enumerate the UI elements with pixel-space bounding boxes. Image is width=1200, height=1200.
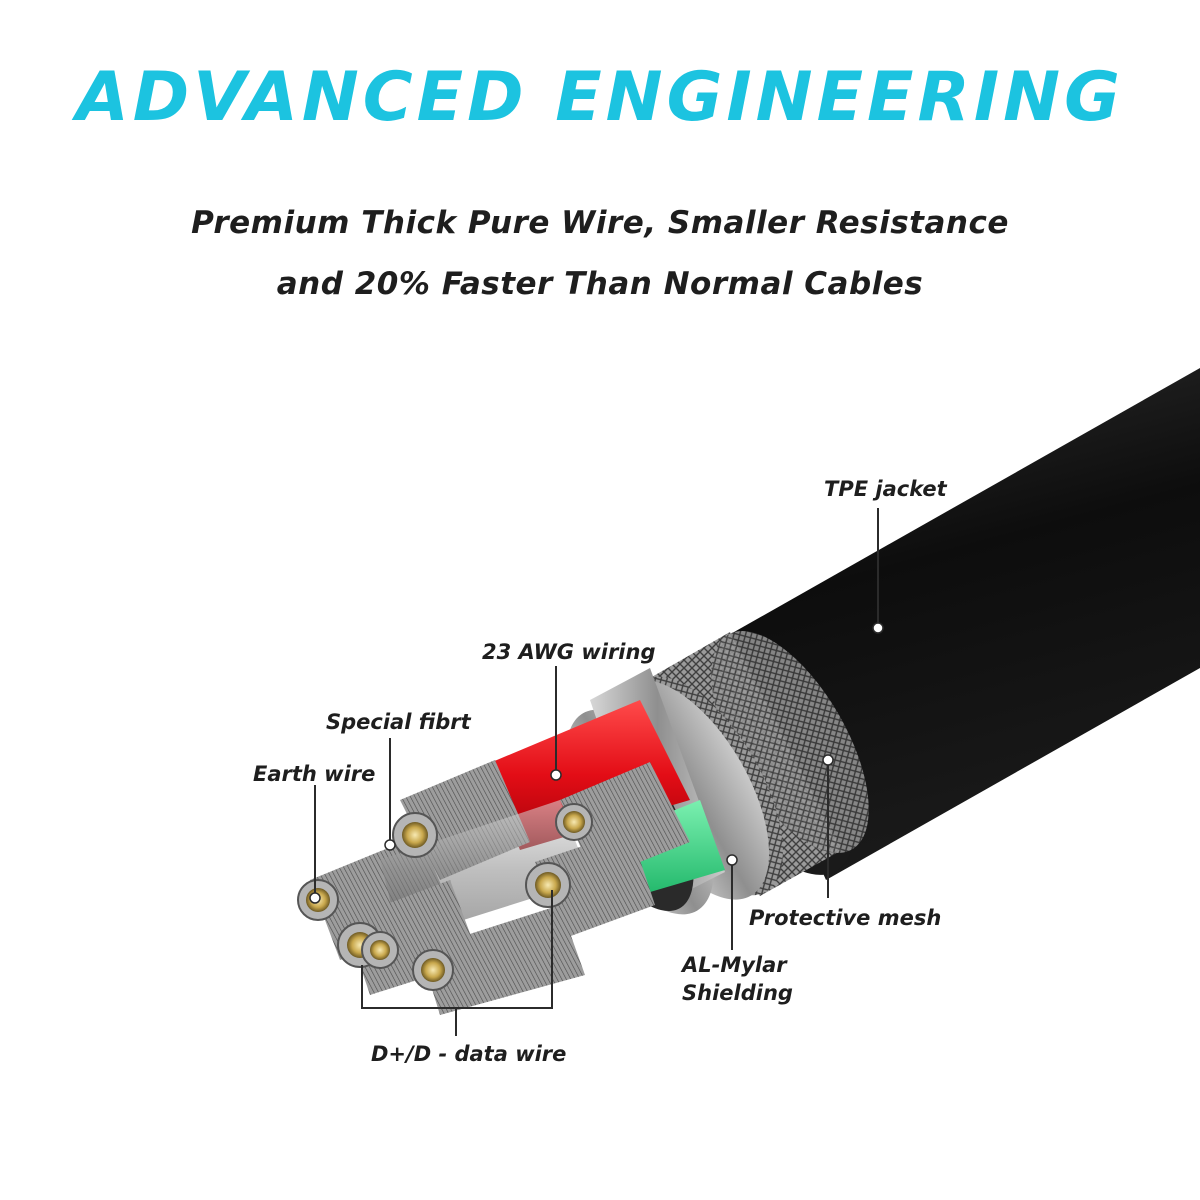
stranded-conductors bbox=[310, 760, 690, 1015]
subtitle-line-1: Premium Thick Pure Wire, Smaller Resista… bbox=[191, 205, 1009, 241]
label-tpe-jacket: TPE jacket bbox=[824, 477, 947, 501]
label-special-fibrt: Special fibrt bbox=[326, 710, 471, 734]
label-protective-mesh: Protective mesh bbox=[749, 906, 942, 930]
subtitle-line-2: and 20% Faster Than Normal Cables bbox=[276, 266, 924, 302]
callout-dots bbox=[309, 622, 884, 904]
callout-lines bbox=[314, 508, 879, 1036]
label-al-mylar-line-1: AL-Mylar bbox=[682, 953, 787, 977]
label-al-mylar-line-2: Shielding bbox=[682, 981, 793, 1005]
page-heading: ADVANCED ENGINEERING bbox=[76, 58, 1124, 137]
label-earth-wire: Earth wire bbox=[253, 762, 376, 786]
label-data-wire: D+/D - data wire bbox=[371, 1042, 567, 1066]
label-awg-wiring: 23 AWG wiring bbox=[482, 640, 656, 664]
